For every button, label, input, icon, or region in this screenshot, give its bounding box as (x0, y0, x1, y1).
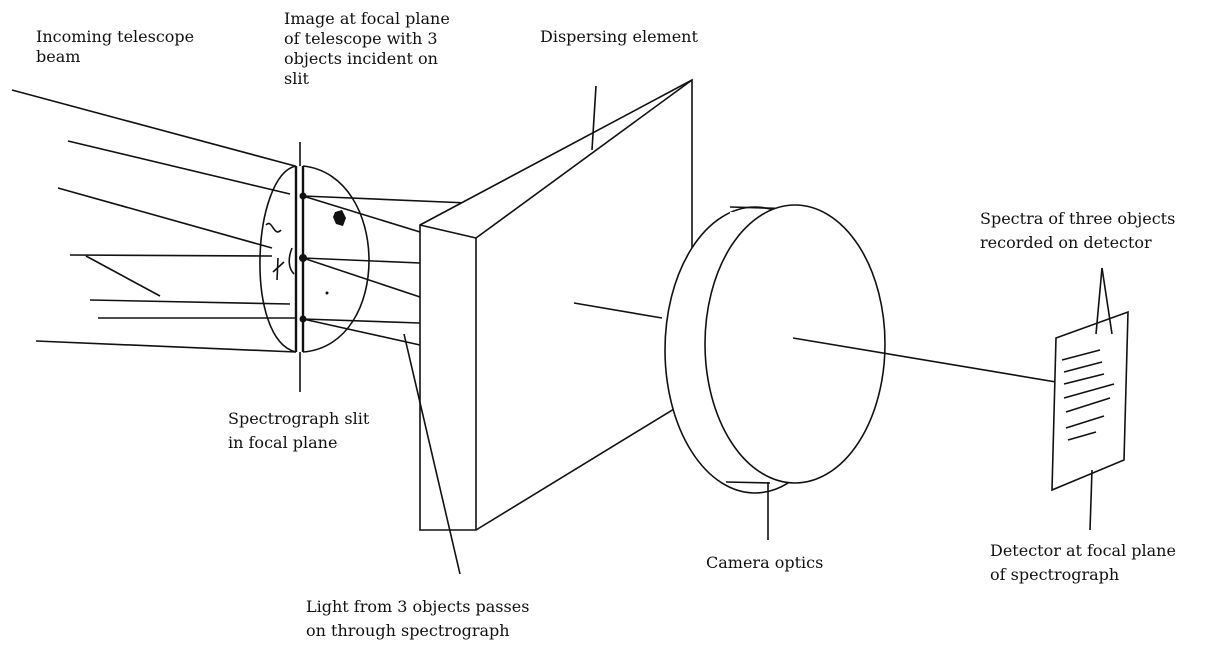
spectrum-trace (1065, 397, 1111, 413)
spectra-pointer (1095, 267, 1103, 335)
spectra-pointer (1101, 267, 1113, 335)
passing-ray (302, 318, 421, 324)
light-passes-pointer (403, 333, 461, 575)
passing-ray (302, 318, 421, 346)
beam-ray (69, 254, 273, 257)
spectrum-trace (1067, 431, 1097, 441)
object-image (333, 210, 346, 226)
object-image (299, 254, 307, 262)
passing-ray (302, 195, 421, 233)
slit-to-disperser-rays (302, 195, 469, 346)
disperser-to-camera-ray (573, 302, 663, 319)
incoming-beam-rays (11, 89, 297, 353)
beam-ray (35, 340, 297, 353)
object-image (325, 291, 329, 295)
passing-ray (302, 257, 421, 264)
beam-ray (57, 187, 273, 249)
beam-ray (67, 140, 291, 195)
object-image (265, 222, 282, 233)
disperser-edge (419, 224, 477, 239)
spectrum-trace (1063, 383, 1115, 399)
beam-ray (85, 255, 161, 297)
detector-pointer (1089, 469, 1093, 531)
light-passes-label: Light from 3 objects passes on through s… (306, 597, 535, 640)
disperser-edge (475, 79, 693, 239)
focal-plane-right-half (302, 165, 370, 353)
incoming-beam-label: Incoming telescope beam (36, 27, 199, 66)
object-image (272, 257, 285, 281)
spectra-label: Spectra of three objects recorded on det… (980, 209, 1180, 252)
focal-image-label: Image at focal plane of telescope with 3… (284, 9, 455, 88)
object-image (299, 192, 307, 200)
camera-lens-rim (725, 481, 771, 484)
focal-plane-left-half (259, 165, 297, 353)
camera-label: Camera optics (706, 553, 823, 572)
dispersing-element-pointer (591, 85, 597, 151)
beam-ray (11, 89, 296, 167)
dispersing-element-label: Dispersing element (540, 27, 698, 46)
camera-lens-front (704, 204, 886, 484)
spectrum-trace (1063, 373, 1105, 385)
detector-label: Detector at focal plane of spectrograph (990, 541, 1181, 584)
passing-ray (302, 257, 421, 298)
focal-plane (259, 142, 370, 392)
detector (1051, 267, 1129, 531)
spectrum-trace (1065, 415, 1105, 429)
camera-optics (664, 204, 886, 540)
spectrum-trace (1061, 349, 1101, 361)
beam-ray (89, 299, 291, 305)
disperser-body (419, 78, 693, 531)
slit-label: Spectrograph slit in focal plane (228, 409, 374, 452)
object-image (299, 315, 307, 323)
passing-ray (302, 195, 469, 204)
camera-to-detector-ray (792, 337, 1057, 383)
object-image (288, 247, 295, 275)
detector-plate (1051, 310, 1129, 492)
dispersing-element (403, 78, 693, 575)
spectrum-trace (1063, 361, 1103, 373)
